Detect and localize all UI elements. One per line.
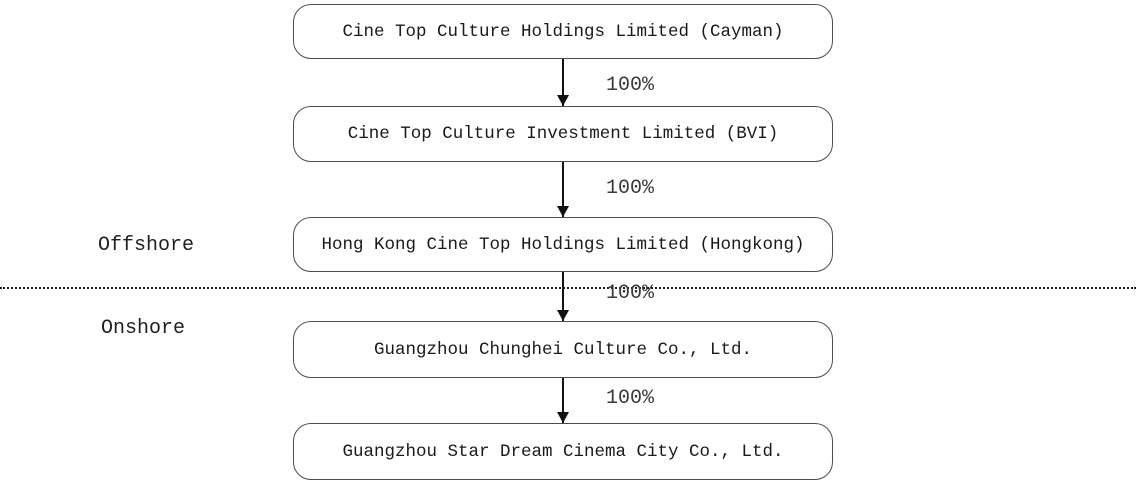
node-stardream-label: Guangzhou Star Dream Cinema City Co., Lt… [342, 441, 784, 462]
node-bvi-label: Cine Top Culture Investment Limited (BVI… [347, 124, 779, 144]
region-label-onshore: Onshore [101, 319, 185, 339]
node-chunghei-label: Guangzhou Chunghei Culture Co., Ltd. [373, 339, 753, 360]
node-cayman-label: Cine Top Culture Holdings Limited (Cayma… [342, 21, 784, 42]
node-chunghei: Guangzhou Chunghei Culture Co., Ltd. [293, 321, 833, 378]
arrow-down-icon [562, 162, 564, 217]
offshore-onshore-divider [0, 287, 1136, 289]
edge-label-100pct: 100% [606, 177, 655, 200]
node-hongkong-label: Hong Kong Cine Top Holdings Limited (Hon… [321, 234, 805, 255]
edge-label-100pct: 100% [606, 74, 655, 97]
node-hongkong: Hong Kong Cine Top Holdings Limited (Hon… [293, 217, 833, 272]
offshore-label-text: Offshore [98, 234, 195, 257]
arrow-down-icon [562, 272, 564, 321]
edge-label-100pct: 100% [606, 387, 655, 410]
node-cayman: Cine Top Culture Holdings Limited (Cayma… [293, 4, 833, 59]
edge-label-100pct: 100% [606, 282, 655, 305]
node-bvi: Cine Top Culture Investment Limited (BVI… [293, 106, 833, 162]
node-stardream: Guangzhou Star Dream Cinema City Co., Lt… [293, 423, 833, 480]
arrow-down-icon [562, 378, 564, 423]
region-label-offshore: Offshore [98, 236, 194, 256]
arrow-down-icon [562, 59, 564, 106]
onshore-label-text: Onshore [101, 317, 186, 340]
